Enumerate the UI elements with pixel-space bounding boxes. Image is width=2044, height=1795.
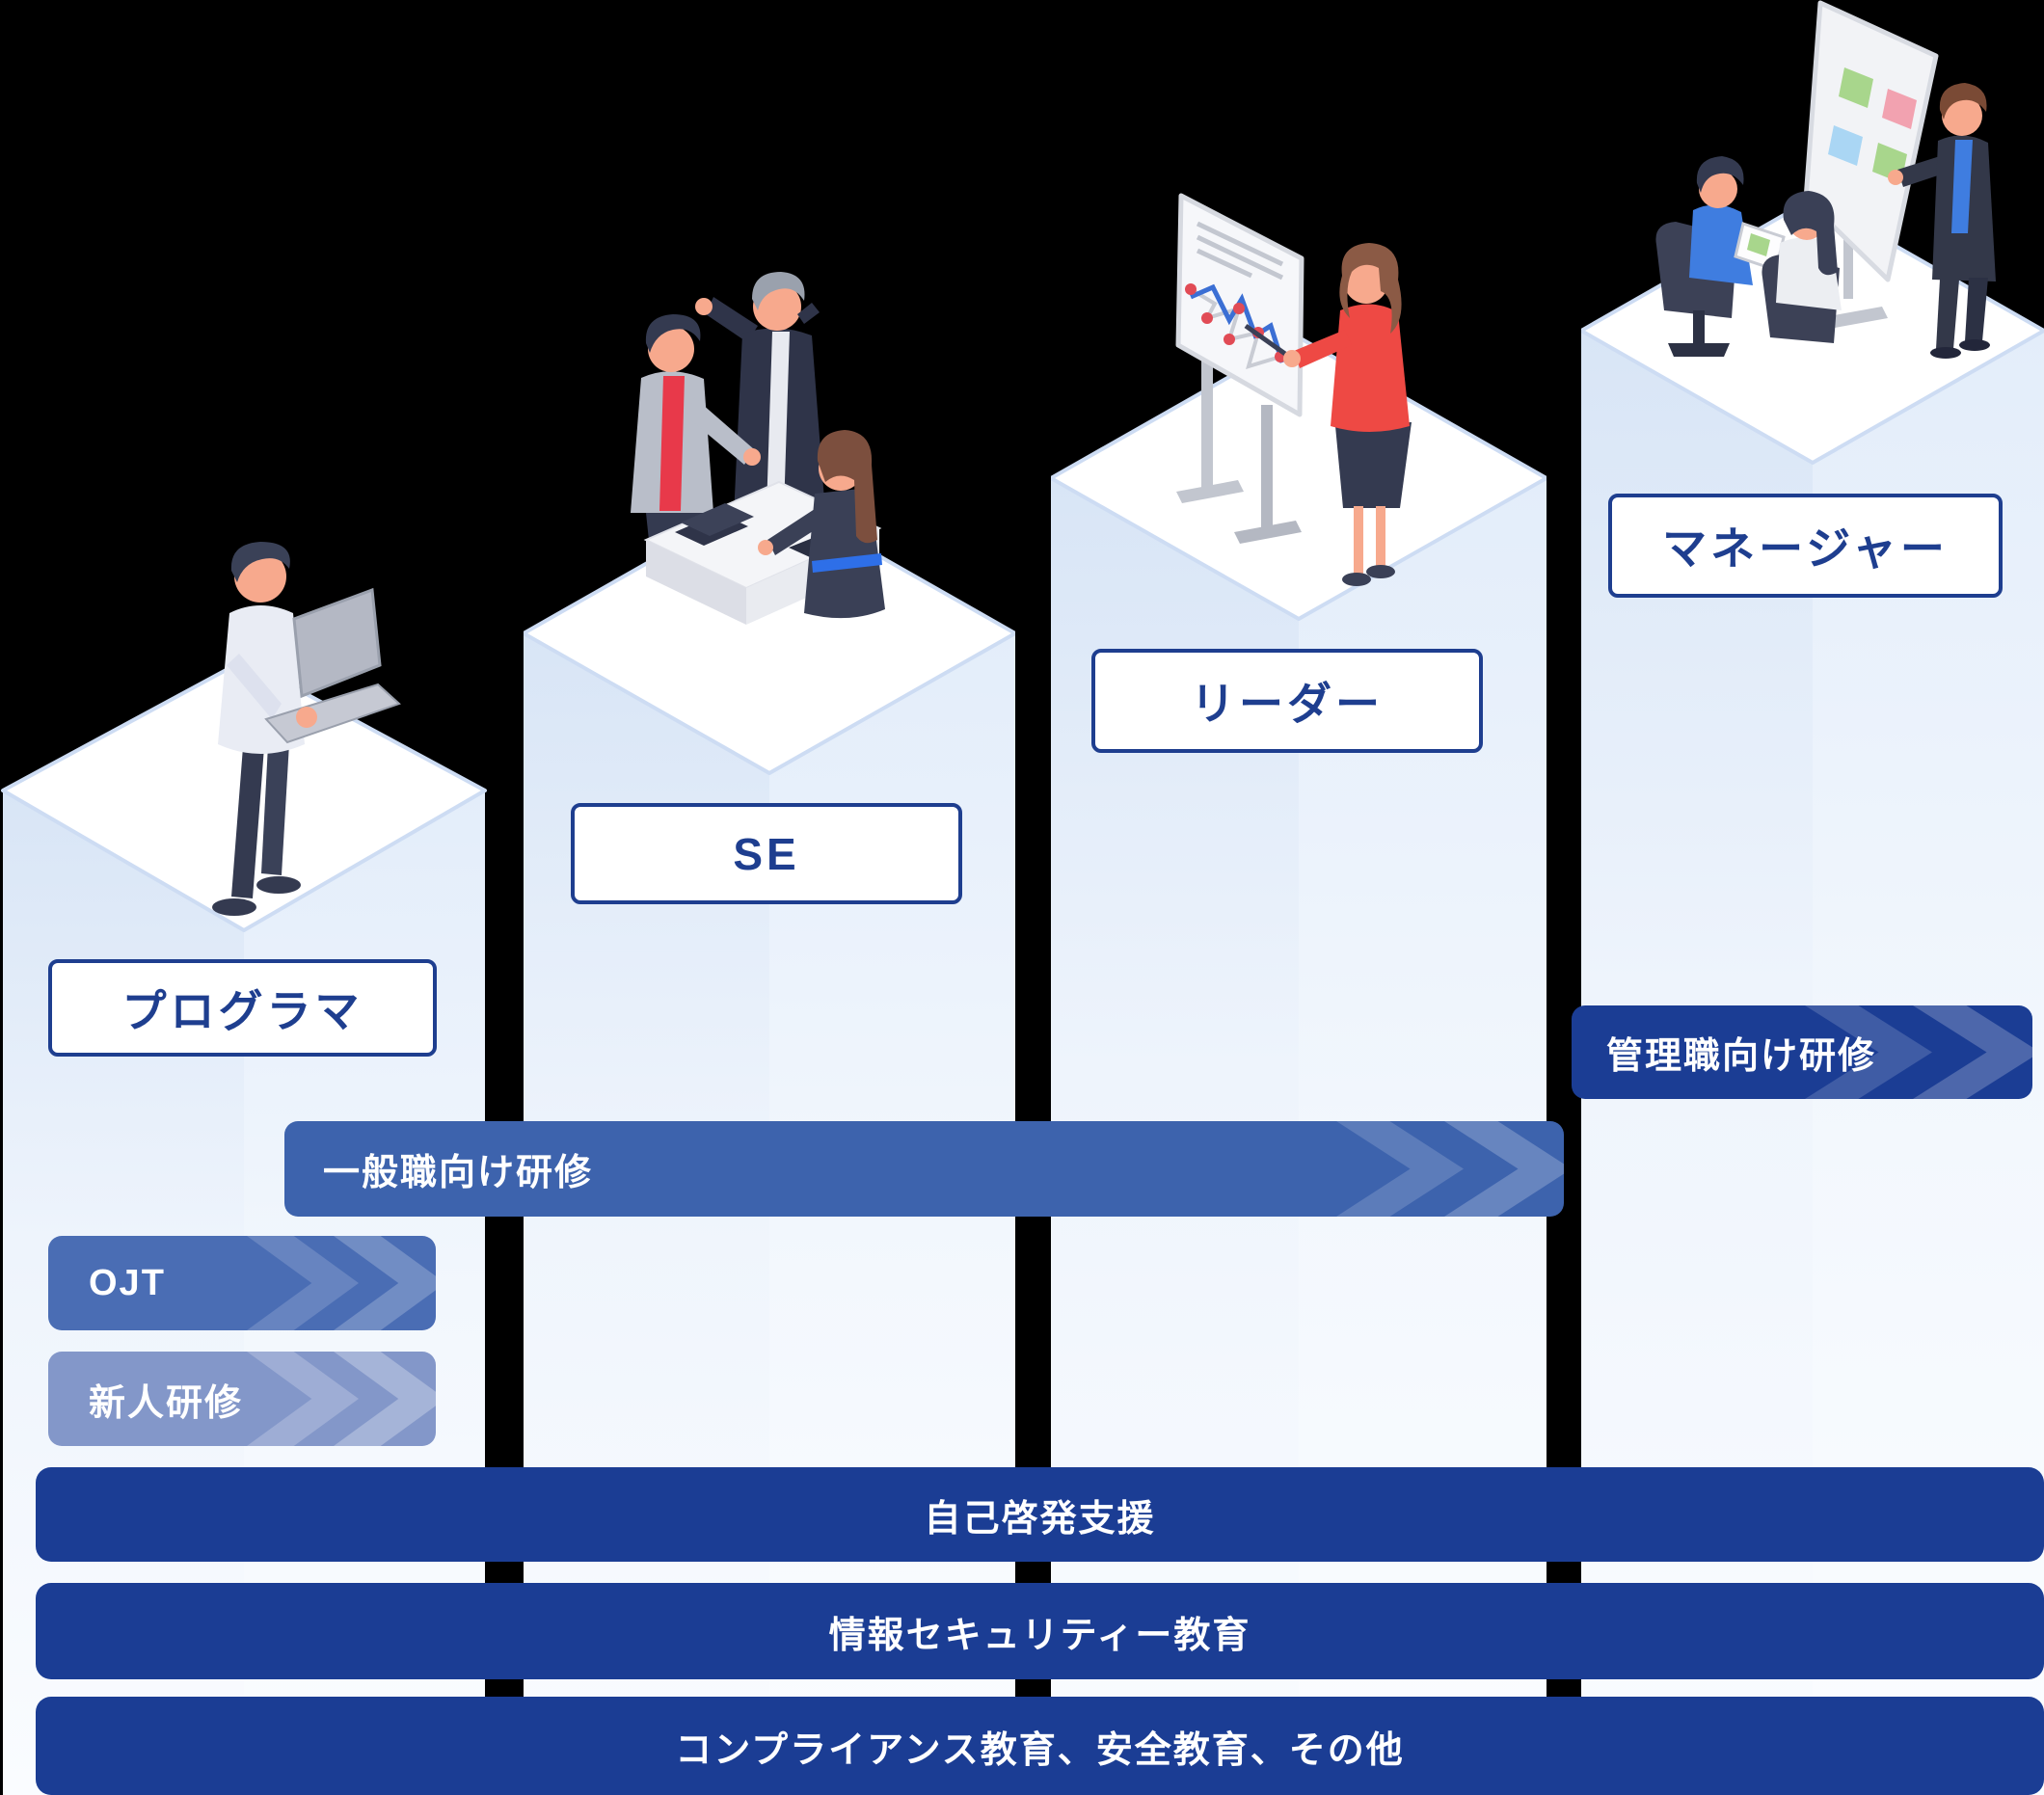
band-security-education: 情報セキュリティー教育 xyxy=(36,1583,2044,1679)
manager-meeting-illustration xyxy=(1655,0,1996,359)
band-compliance-education-label: コンプライアンス教育、安全教育、その他 xyxy=(675,1729,1405,1771)
standing-person-red-shirt xyxy=(631,314,761,549)
whiteboard-stand xyxy=(1176,347,1302,544)
role-label-programmer: プログラマ xyxy=(48,959,437,1057)
programmer-illustration xyxy=(212,542,401,916)
role-programmer-text: プログラマ xyxy=(121,985,363,1036)
band-security-education-label: 情報セキュリティー教育 xyxy=(828,1615,1251,1656)
band-self-development-label: 自己啓発支援 xyxy=(924,1498,1156,1540)
chevron-icon xyxy=(1336,1121,1464,1217)
standing-manager xyxy=(1888,83,1996,359)
standing-senior-person xyxy=(695,272,825,517)
role-label-leader: リーダー xyxy=(1091,649,1483,753)
band-self-development: 自己啓発支援 xyxy=(36,1467,2044,1562)
band-general-label: 一般職向け研修 xyxy=(323,1153,594,1193)
chevron-icon xyxy=(247,1352,359,1446)
leader-illustration xyxy=(1175,193,1412,586)
role-manager-text: マネージャー xyxy=(1662,523,1949,574)
role-label-se: SE xyxy=(571,803,962,904)
seated-woman-dark-dress xyxy=(758,430,885,619)
band-ojt-label: OJT xyxy=(89,1262,166,1303)
band-compliance-education: コンプライアンス教育、安全教育、その他 xyxy=(36,1697,2044,1795)
role-se-text: SE xyxy=(733,828,800,879)
whiteboard-chart xyxy=(1175,193,1304,417)
band-ojt: OJT xyxy=(48,1236,436,1330)
presenting-woman xyxy=(1244,243,1412,586)
seated-attendee-white xyxy=(1762,191,1842,343)
band-newcomer-training: 新人研修 xyxy=(48,1352,436,1446)
chevron-icon xyxy=(247,1236,359,1330)
band-management-training: 管理職向け研修 xyxy=(1572,1005,2032,1099)
role-leader-text: リーダー xyxy=(1191,679,1384,729)
role-label-manager: マネージャー xyxy=(1608,494,2003,598)
band-newcomer-label: 新人研修 xyxy=(89,1382,244,1424)
se-team-illustration xyxy=(631,272,885,625)
band-general-training: 一般職向け研修 xyxy=(284,1121,1564,1217)
person-with-laptop-icon xyxy=(212,542,401,916)
band-management-label: 管理職向け研修 xyxy=(1606,1036,1877,1077)
flipchart xyxy=(1803,0,1939,330)
seated-attendee-blue xyxy=(1655,156,1786,357)
